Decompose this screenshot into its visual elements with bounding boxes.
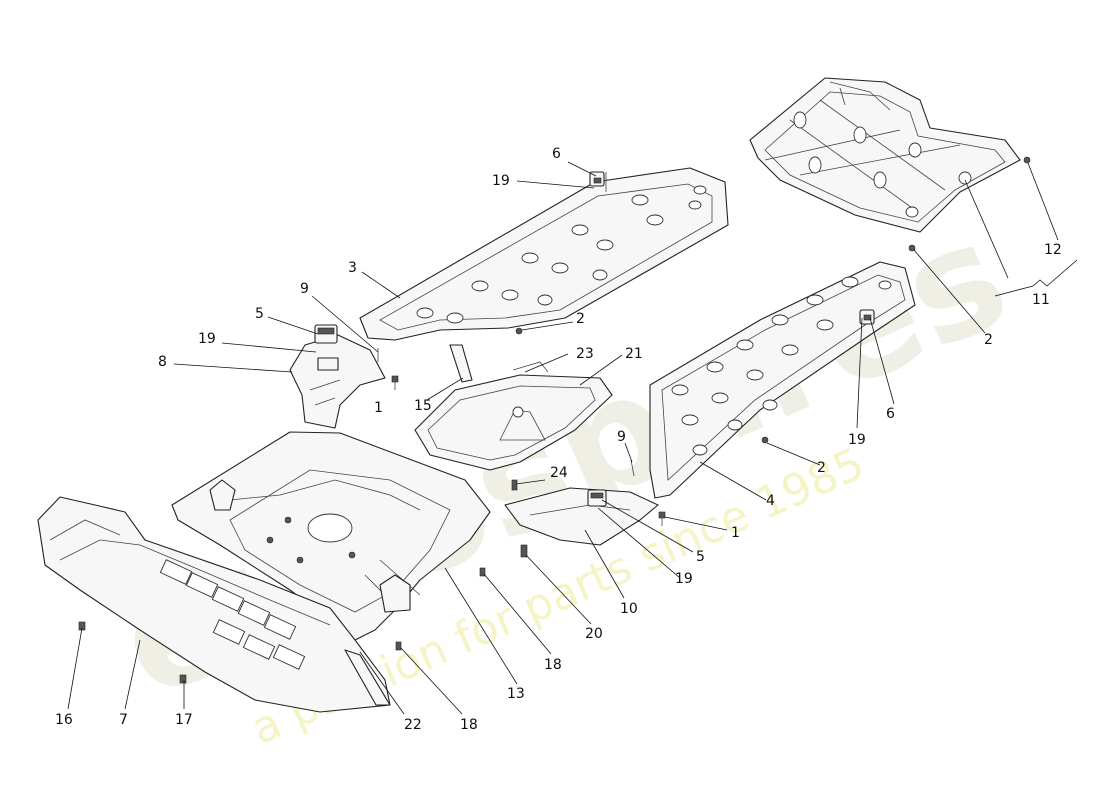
callout-23[interactable]: 23 [576, 346, 594, 362]
callout-9-right[interactable]: 9 [617, 429, 626, 445]
bolt-24 [511, 479, 518, 491]
callout-10[interactable]: 10 [620, 601, 638, 617]
callout-12[interactable]: 12 [1044, 242, 1062, 258]
part-12-screw [1023, 156, 1031, 164]
part-5-connector-left [314, 324, 338, 344]
callout-21[interactable]: 21 [625, 346, 643, 362]
part-6-clip-upper [589, 171, 607, 192]
callout-2-upper[interactable]: 2 [576, 311, 585, 327]
callout-15[interactable]: 15 [414, 398, 432, 414]
callout-8[interactable]: 8 [158, 354, 167, 370]
callout-1-left[interactable]: 1 [374, 400, 383, 416]
callout-5-left[interactable]: 5 [255, 306, 264, 322]
callout-19-lower[interactable]: 19 [675, 571, 693, 587]
part-11-rear-undertray [749, 77, 1021, 233]
callout-24[interactable]: 24 [550, 465, 568, 481]
bolt-18-upper [479, 567, 486, 577]
screw-9-right [630, 459, 635, 477]
callout-17[interactable]: 17 [175, 712, 193, 728]
callout-4[interactable]: 4 [766, 493, 775, 509]
nut-2-middle [761, 436, 769, 444]
callout-18-lower[interactable]: 18 [460, 717, 478, 733]
callout-5-right[interactable]: 5 [696, 549, 705, 565]
nut-2-rear [908, 244, 916, 252]
part-15-strap [449, 344, 473, 383]
callout-3[interactable]: 3 [348, 260, 357, 276]
leader-lines [67, 161, 1078, 715]
callout-2-rear[interactable]: 2 [984, 332, 993, 348]
callout-1-right[interactable]: 1 [731, 525, 740, 541]
bolt-20 [520, 544, 528, 558]
part-5-connector-right [587, 489, 607, 507]
part-4-undertray-panel [649, 261, 916, 499]
callout-13[interactable]: 13 [507, 686, 525, 702]
part-3-undertray-panel [359, 167, 729, 341]
part-23-clip [512, 361, 549, 373]
callout-19-upper[interactable]: 19 [492, 173, 510, 189]
callout-6-upper[interactable]: 6 [552, 146, 561, 162]
callout-20[interactable]: 20 [585, 626, 603, 642]
part-22-strip [344, 649, 391, 706]
bolt-1-left [391, 375, 399, 390]
callout-6-lower[interactable]: 6 [886, 406, 895, 422]
callout-labels: 6 19 3 9 5 19 8 1 15 2 23 21 12 11 2 6 1… [55, 146, 1062, 733]
part-7-front-undertray [37, 496, 391, 713]
part-13-floor-structure [171, 431, 491, 641]
nut-2-upper [515, 327, 523, 335]
bolt-17 [179, 674, 187, 684]
callout-18-upper[interactable]: 18 [544, 657, 562, 673]
bolt-18-lower [395, 641, 402, 651]
callout-9-left[interactable]: 9 [300, 281, 309, 297]
callout-22[interactable]: 22 [404, 717, 422, 733]
callout-7[interactable]: 7 [119, 712, 128, 728]
callout-16[interactable]: 16 [55, 712, 73, 728]
callout-2-middle[interactable]: 2 [817, 460, 826, 476]
bolt-1-right [658, 511, 666, 526]
part-21-center-tray [414, 374, 613, 471]
part-8-bracket [289, 334, 386, 429]
callout-19-right[interactable]: 19 [848, 432, 866, 448]
callout-19-left[interactable]: 19 [198, 331, 216, 347]
callout-11[interactable]: 11 [1032, 292, 1050, 308]
